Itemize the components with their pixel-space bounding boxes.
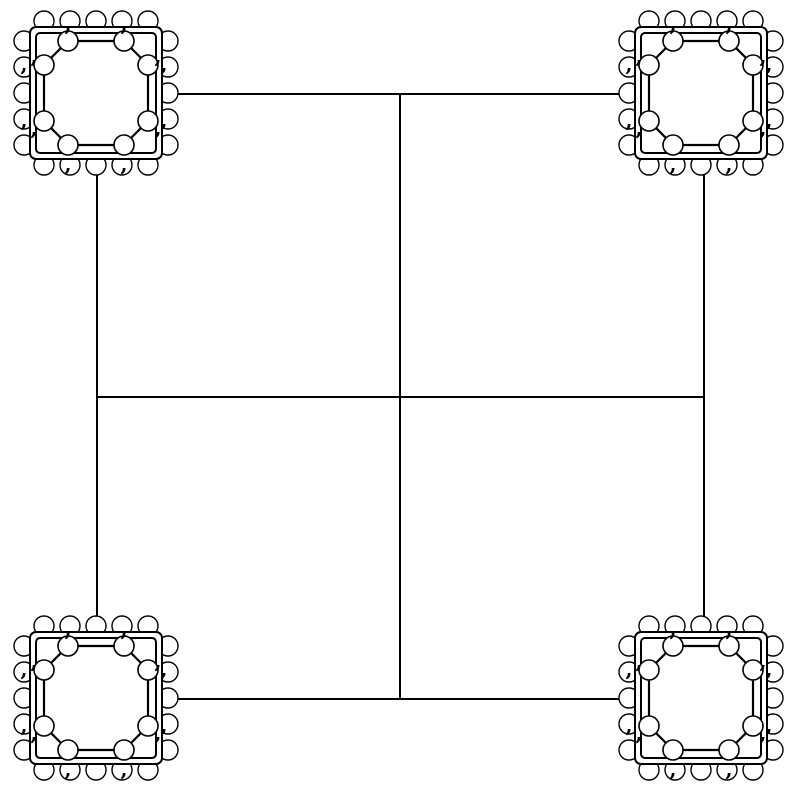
node-marker: ,: [766, 657, 773, 681]
corner-cluster-top-right: ,,,,,,,,,,,,: [618, 10, 784, 176]
node-marker: ,: [21, 52, 28, 76]
node-marker: ,: [670, 152, 677, 176]
octagon-node: [742, 110, 764, 132]
node-marker: ,: [121, 152, 128, 176]
cluster-backdrop: [30, 27, 162, 159]
node-marker: ,: [626, 108, 633, 132]
node-marker: ,: [766, 108, 773, 132]
cluster-backdrop: [30, 632, 162, 764]
node-marker: ,: [766, 713, 773, 737]
cluster-backdrop: [635, 632, 767, 764]
octagon-node: [662, 635, 684, 657]
node-marker: ,: [31, 116, 38, 140]
octagon-node: [137, 715, 159, 737]
octagon-node: [57, 635, 79, 657]
octagon-node: [33, 54, 55, 76]
node-marker: ,: [161, 52, 168, 76]
grid: [96, 93, 705, 700]
octagon-node: [137, 54, 159, 76]
node-marker: ,: [31, 44, 38, 68]
octagon-node: [33, 715, 55, 737]
cluster-backdrop: [635, 27, 767, 159]
node-marker: ,: [670, 617, 677, 641]
node-marker: ,: [670, 12, 677, 36]
node-marker: ,: [760, 116, 767, 140]
octagon-node: [33, 659, 55, 681]
octagon-node: [638, 54, 660, 76]
node-marker: ,: [31, 649, 38, 673]
octagon-node: [638, 659, 660, 681]
node-marker: ,: [121, 757, 128, 781]
node-marker: ,: [726, 757, 733, 781]
node-marker: ,: [760, 721, 767, 745]
octagon-node: [137, 110, 159, 132]
node-marker: ,: [726, 12, 733, 36]
node-marker: ,: [670, 757, 677, 781]
inner-frame: [35, 637, 157, 759]
octagon-node: [662, 30, 684, 52]
node-marker: ,: [21, 657, 28, 681]
inner-frame: [35, 32, 157, 154]
node-marker: ,: [65, 152, 72, 176]
inner-frame: [640, 637, 762, 759]
octagon-node: [113, 635, 135, 657]
node-marker: ,: [626, 657, 633, 681]
node-marker: ,: [636, 44, 643, 68]
node-marker: ,: [636, 649, 643, 673]
node-marker: ,: [155, 116, 162, 140]
outer-frame: [634, 26, 768, 160]
octagon-node: [33, 110, 55, 132]
node-marker: ,: [21, 108, 28, 132]
octagon-node: [718, 30, 740, 52]
octagon-node: [57, 739, 79, 761]
node-marker: ,: [161, 657, 168, 681]
node-marker: ,: [121, 12, 128, 36]
node-marker: ,: [636, 721, 643, 745]
corner-cluster-bottom-left: ,,,,,,,,,,,,: [13, 615, 179, 781]
octagon-node: [718, 635, 740, 657]
octagon-node: [742, 715, 764, 737]
node-marker: ,: [636, 116, 643, 140]
octagon-node: [638, 110, 660, 132]
node-marker: ,: [155, 649, 162, 673]
node-marker: ,: [726, 617, 733, 641]
node-marker: ,: [65, 617, 72, 641]
octagon-node: [113, 30, 135, 52]
octagon-node: [662, 134, 684, 156]
node-marker: ,: [65, 757, 72, 781]
corner-cluster-top-left: ,,,,,,,,,,,,: [13, 10, 179, 176]
octagon-node: [57, 134, 79, 156]
node-marker: ,: [161, 713, 168, 737]
node-marker: ,: [766, 52, 773, 76]
node-marker: ,: [155, 721, 162, 745]
node-marker: ,: [121, 617, 128, 641]
node-marker: ,: [626, 52, 633, 76]
octagon-node: [718, 739, 740, 761]
node-marker: ,: [21, 713, 28, 737]
octagon-node: [718, 134, 740, 156]
octagon-node: [137, 659, 159, 681]
inner-frame: [640, 32, 762, 154]
node-marker: ,: [155, 44, 162, 68]
node-marker: ,: [31, 721, 38, 745]
octagon-node: [662, 739, 684, 761]
node-marker: ,: [760, 44, 767, 68]
corner-cluster-bottom-right: ,,,,,,,,,,,,: [618, 615, 784, 781]
node-marker: ,: [726, 152, 733, 176]
octagon-node: [113, 739, 135, 761]
octagon-node: [57, 30, 79, 52]
octagon-node: [638, 715, 660, 737]
node-marker: ,: [760, 649, 767, 673]
octagon-node: [742, 54, 764, 76]
octagon-node: [113, 134, 135, 156]
node-marker: ,: [161, 108, 168, 132]
node-marker: ,: [626, 713, 633, 737]
node-marker: ,: [65, 12, 72, 36]
octagon-node: [742, 659, 764, 681]
outer-frame: [29, 26, 163, 160]
outer-frame: [634, 631, 768, 765]
outer-frame: [29, 631, 163, 765]
